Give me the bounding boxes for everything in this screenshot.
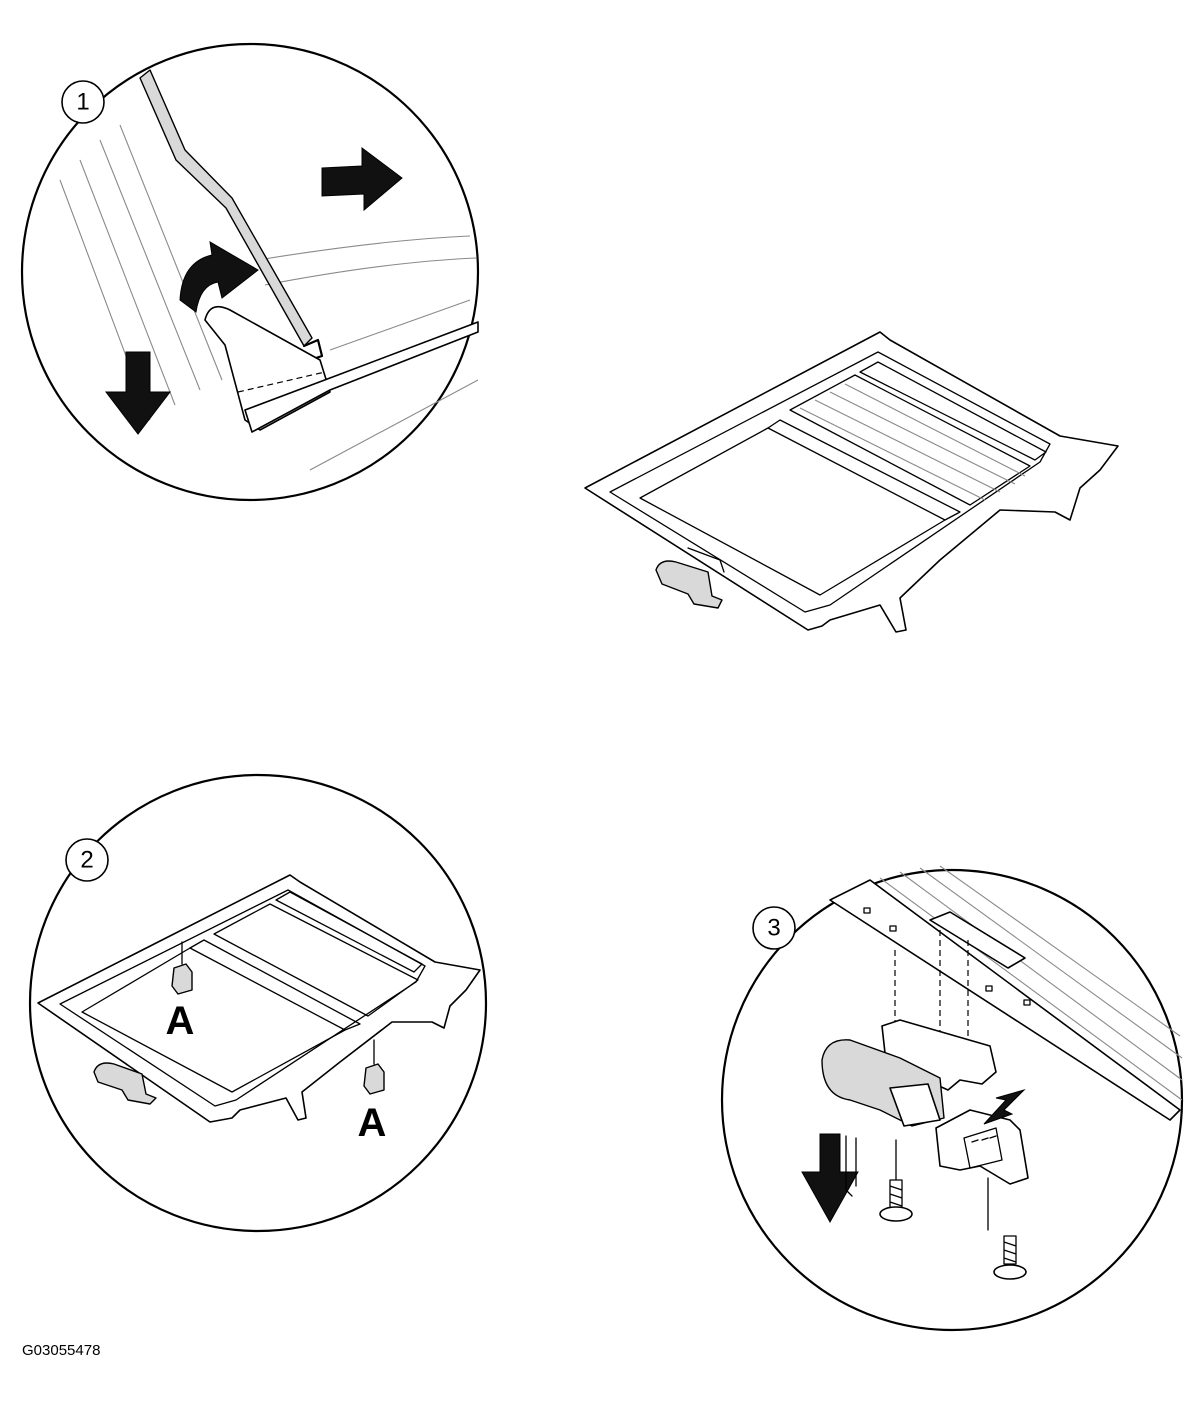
detail-1-dashed-guide	[237, 371, 326, 393]
screw-icon-right	[993, 1235, 1027, 1280]
detail-2-cross-members	[189, 891, 423, 1031]
label-a-right: A	[358, 1101, 387, 1145]
callout-3-label: 3	[767, 915, 780, 942]
detail-3-guide-lines	[894, 930, 969, 1056]
detail-1-group: 1	[20, 42, 480, 502]
sunroof-frame-outline	[584, 331, 1119, 633]
clip-a-right-icon	[363, 1063, 385, 1095]
detail-3-connector	[889, 1083, 941, 1127]
callout-1-circle	[61, 80, 105, 124]
detail-2-circle	[28, 773, 488, 1233]
rotate-arrow-icon	[179, 241, 259, 313]
sunroof-cross-members	[767, 361, 1047, 521]
motion-lines	[845, 1135, 857, 1197]
screw-icon-left	[879, 1179, 913, 1222]
arrow-down-icon	[104, 351, 172, 435]
detail-3-plug	[935, 1109, 1029, 1185]
push-arrow-icon	[983, 1088, 1026, 1125]
figure-id: G03055478	[22, 1342, 101, 1359]
detail-1-tool-icon	[139, 69, 313, 347]
detail-2-group: A A 2	[28, 773, 488, 1233]
sunroof-frame-inner	[609, 351, 1051, 613]
clip-a-left-icon	[171, 963, 193, 995]
detail-1-circle	[20, 42, 480, 502]
callout-2-circle	[65, 838, 109, 882]
detail-3-plug-pins	[963, 1127, 1003, 1169]
sunroof-slats	[799, 383, 1026, 501]
detail-3-screw-guides	[895, 1139, 989, 1231]
detail-3-rail	[829, 879, 1181, 1121]
detail-3-rail-lines	[879, 865, 1183, 1101]
detail-3-rail-tab	[929, 911, 1026, 969]
label-a-left: A	[166, 999, 195, 1043]
callout-1-label: 1	[76, 89, 89, 116]
detail-2-frame-outline	[37, 874, 481, 1123]
arrow-down-icon-3	[801, 1133, 859, 1224]
callout-3-circle	[752, 906, 796, 950]
arrow-right-icon	[321, 147, 403, 212]
detail-1-frame-lines	[59, 124, 479, 471]
detail-3-rail-holes	[863, 907, 1031, 1006]
sunroof-guide-bracket	[687, 547, 725, 573]
callout-2-label: 2	[80, 847, 93, 874]
sunroof-motor	[655, 560, 723, 609]
detail-3-group: 3	[720, 865, 1184, 1332]
sunroof-frame-group	[584, 331, 1119, 633]
detail-2-motor	[93, 1062, 157, 1105]
detail-1-rail	[244, 321, 479, 433]
